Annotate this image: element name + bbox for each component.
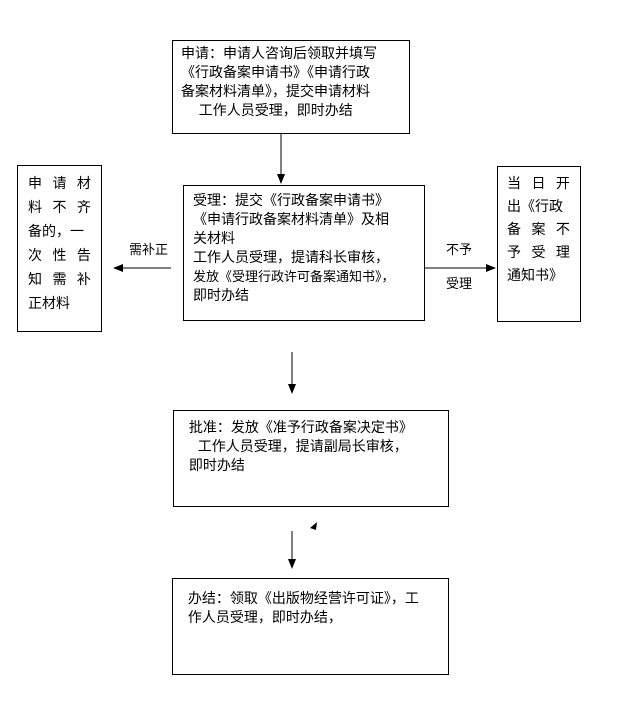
approve-step-line: 批准：发放《准予行政备案决定书》	[180, 420, 413, 436]
finish-step-box: 办结：领取《出版物经营许可证》，工 作人员受理，即时办结，	[172, 578, 449, 675]
need-correction-label: 需补正	[129, 243, 169, 258]
correction-notice-box: 申 请 材 料 不 齐 备的，一 次 性 告 知 需 补 正材料	[17, 165, 102, 332]
finish-step-line: 办结：领取《出版物经营许可证》，工	[179, 591, 419, 607]
apply-step-box: 申请：申请人咨询后领取并填写 《行政备案申请书》《申请行政 备案材料清单》，提交…	[172, 40, 410, 134]
approve-step-box: 批准：发放《准予行政备案决定书》 工作人员受理，提请副局长审核， 即时办结	[173, 410, 449, 507]
rejection-line: 通知书》	[507, 268, 563, 284]
correction-line: 正材料	[28, 296, 70, 312]
not-accepted-label-top: 不予	[446, 243, 473, 258]
correction-line: 申 请 材	[28, 176, 94, 192]
correction-line: 次 性 告	[28, 248, 94, 264]
rejection-notice-box: 当 日 开 出《行政 备 案 不 予 受 理 通知书》	[497, 166, 581, 322]
accept-step-line: 即时办结	[193, 288, 249, 304]
accept-step-line: 《申请行政备案材料清单》及相	[193, 212, 389, 228]
correction-line: 备的，一	[28, 224, 84, 240]
approve-step-line: 即时办结	[180, 458, 245, 474]
approve-step-line: 工作人员受理，提请副局长审核，	[180, 439, 408, 455]
apply-step-line: 申请：申请人咨询后领取并填写	[181, 46, 377, 62]
correction-line: 料 不 齐	[28, 200, 94, 216]
rejection-line: 当 日 开	[507, 176, 573, 192]
rejection-line: 予 受 理	[507, 245, 573, 261]
finish-step-line: 作人员受理，即时办结，	[179, 610, 342, 626]
not-accepted-label-bottom: 受理	[446, 277, 473, 292]
accept-step-line: 工作人员受理，提请科长审核，	[193, 250, 389, 266]
correction-line: 知 需 补	[28, 272, 94, 288]
arrow-fragment	[310, 522, 317, 530]
rejection-line: 备 案 不	[507, 222, 573, 238]
accept-step-box: 受理：提交《行政备案申请书》 《申请行政备案材料清单》及相 关材料 工作人员受理…	[183, 185, 425, 321]
accept-step-line: 受理：提交《行政备案申请书》	[193, 193, 389, 209]
apply-step-line: 工作人员受理，即时办结	[181, 103, 353, 119]
apply-step-line: 《行政备案申请书》《申请行政	[181, 65, 370, 81]
accept-step-line: 发放《受理行政许可备案通知书》，	[193, 270, 395, 285]
apply-step-line: 备案材料清单》，提交申请材料	[181, 84, 370, 100]
rejection-line: 出《行政	[507, 199, 563, 215]
accept-step-line: 关材料	[193, 231, 235, 247]
